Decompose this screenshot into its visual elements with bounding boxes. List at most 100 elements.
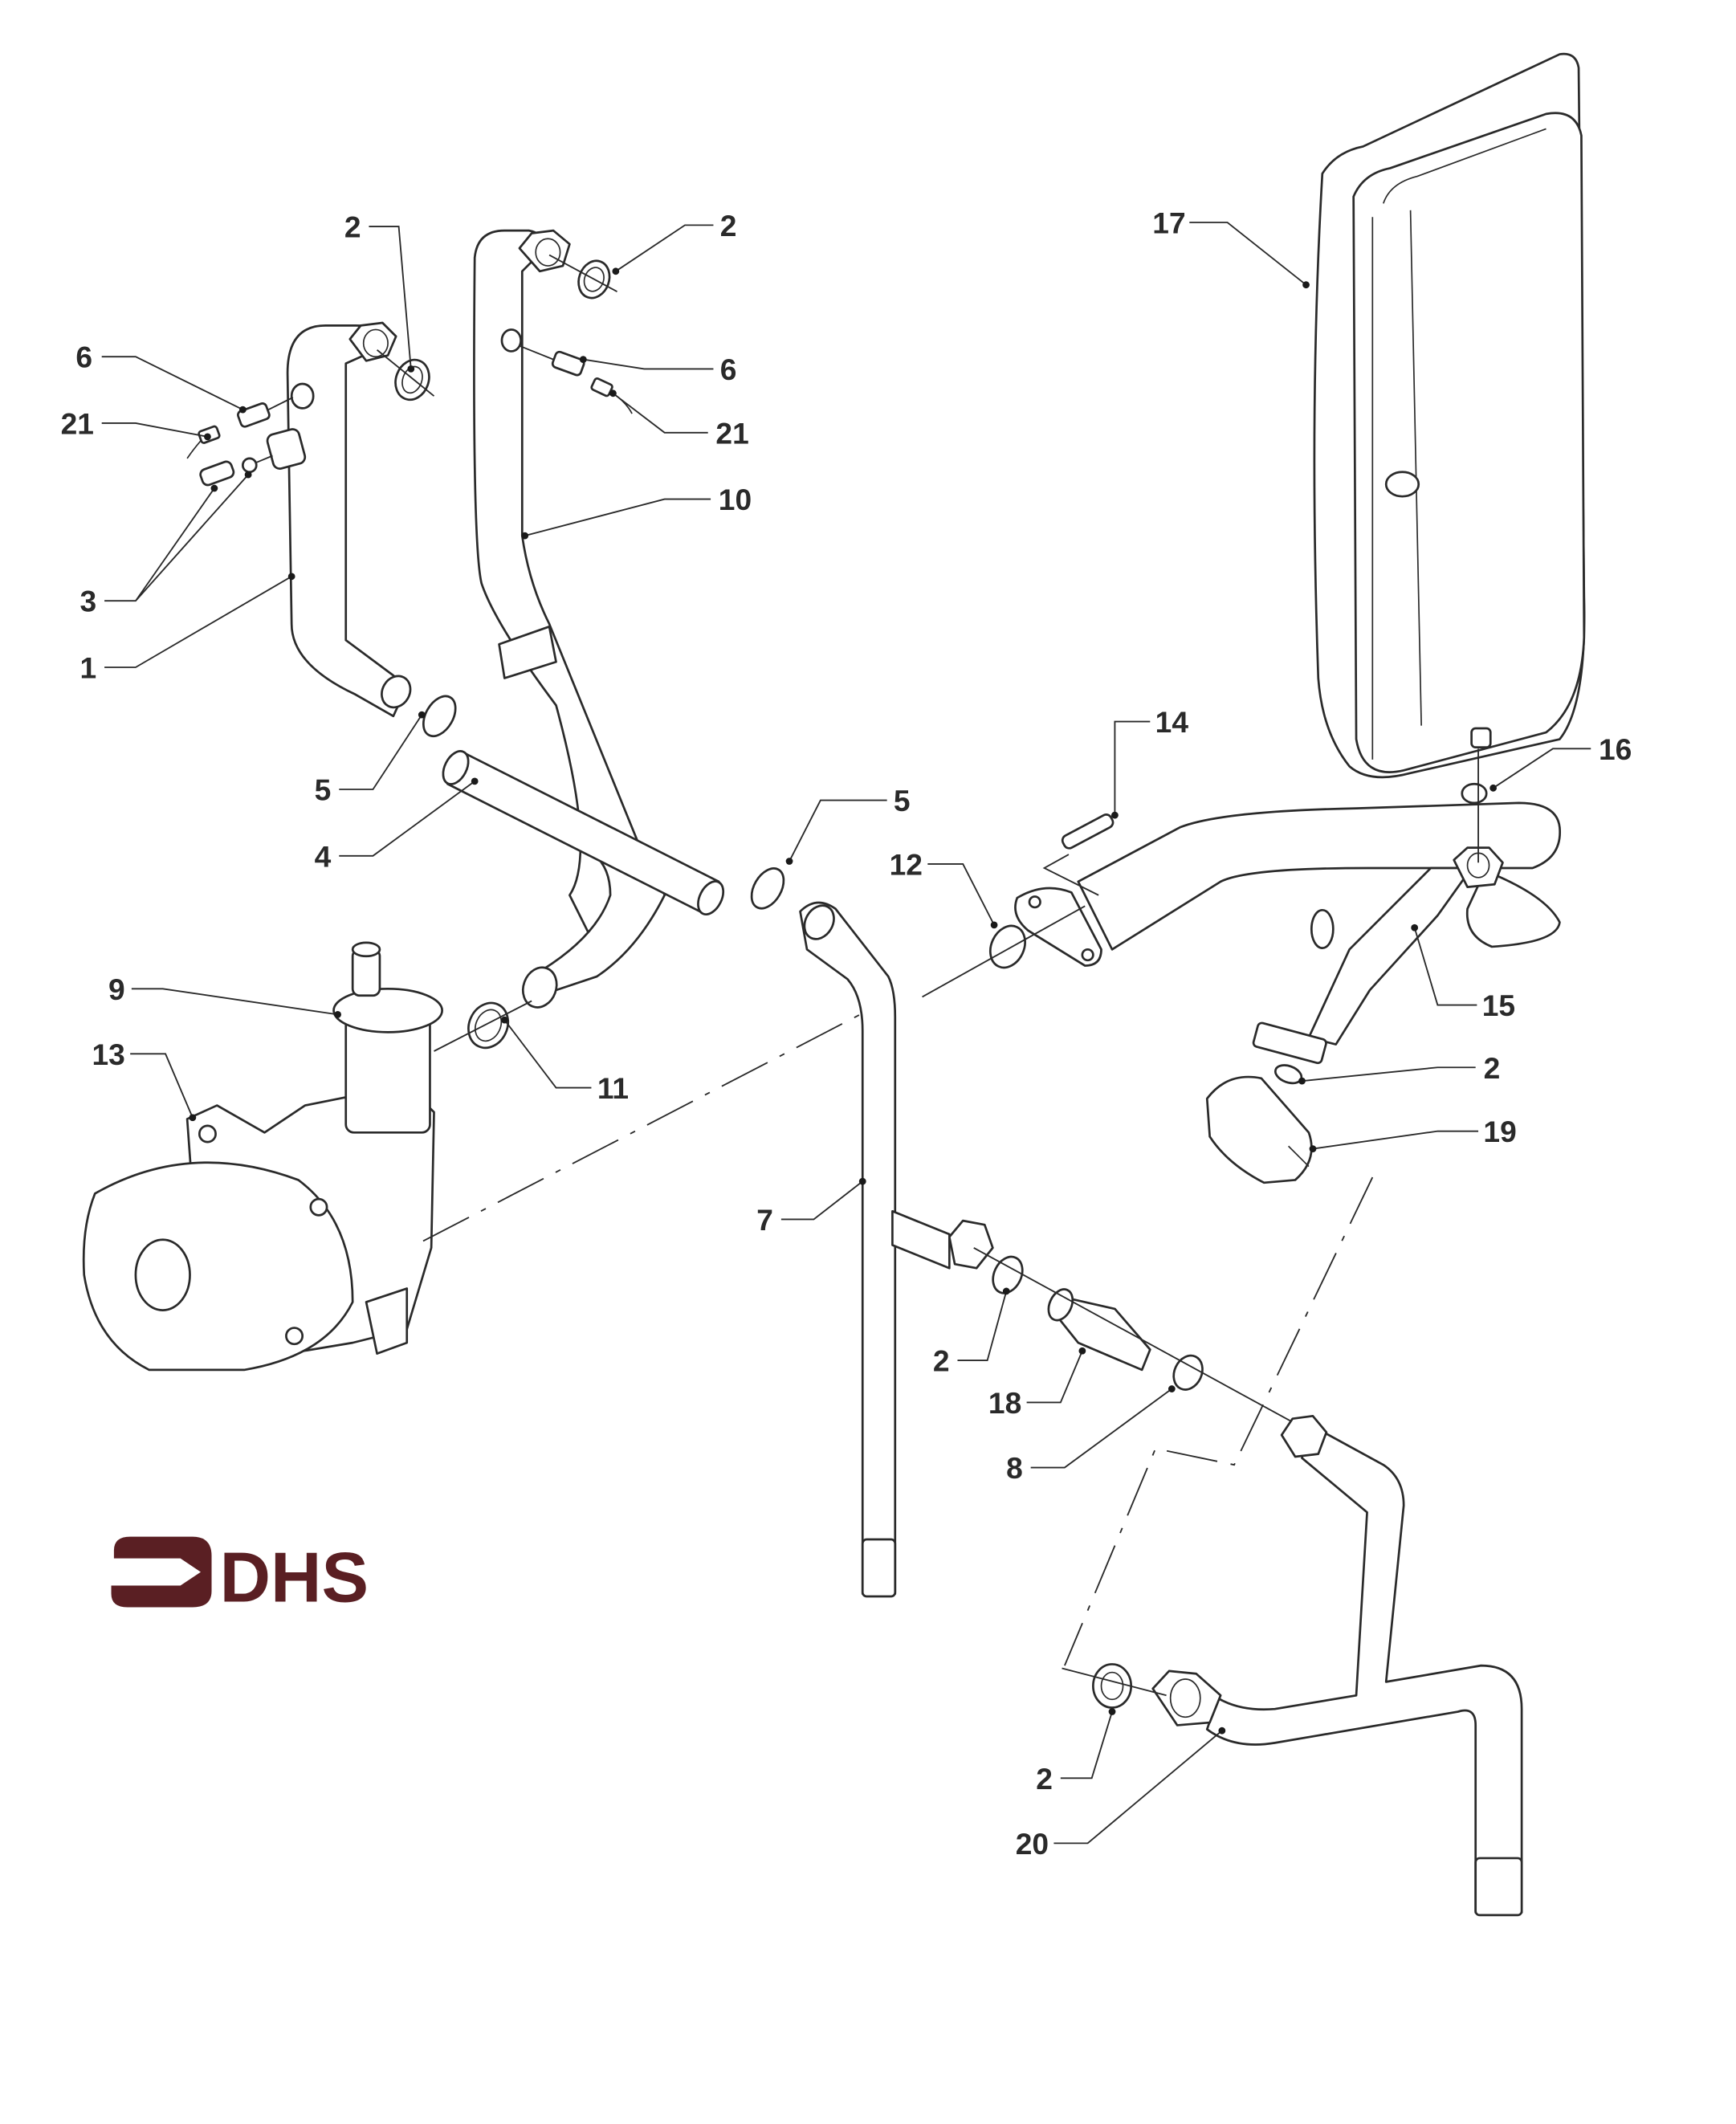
callout-number: 5 bbox=[894, 784, 911, 817]
callout-number: 2 bbox=[933, 1344, 950, 1378]
o-ring-12 bbox=[922, 905, 1086, 998]
callout-number: 3 bbox=[79, 585, 96, 618]
callout-number: 2 bbox=[720, 209, 737, 243]
callout-leader-line bbox=[1026, 1350, 1083, 1404]
callout-dot bbox=[244, 471, 252, 479]
callout-number: 8 bbox=[1006, 1451, 1023, 1485]
callout-2: 2 bbox=[933, 1287, 1010, 1378]
callout-dot bbox=[1411, 923, 1419, 932]
connector-pipe-stub bbox=[891, 1209, 994, 1270]
callout-number: 13 bbox=[92, 1038, 124, 1071]
callout-leader-line bbox=[789, 799, 887, 862]
callout-number: 14 bbox=[1155, 705, 1189, 739]
callout-12: 12 bbox=[890, 847, 998, 929]
pump-13 bbox=[82, 1083, 435, 1372]
pipe-10 bbox=[473, 229, 666, 1009]
elbow-19 bbox=[1205, 1075, 1313, 1184]
callout-leader-line bbox=[101, 356, 243, 410]
washer-2b bbox=[548, 254, 617, 300]
callout-dot bbox=[500, 1016, 508, 1024]
callout-dot bbox=[1218, 1727, 1226, 1735]
pipe-15 bbox=[1077, 801, 1561, 1065]
callout-7: 7 bbox=[756, 1177, 866, 1237]
callout-2: 2 bbox=[344, 210, 415, 373]
callout-dot bbox=[1298, 1077, 1306, 1085]
dhs-logo-arrow-icon bbox=[111, 1536, 212, 1608]
callout-3: 3 bbox=[79, 471, 252, 618]
dhs-logo-text: DHS bbox=[220, 1538, 369, 1617]
callout-10: 10 bbox=[521, 483, 752, 540]
callout-leader-line bbox=[957, 1290, 1008, 1362]
callout-1: 1 bbox=[79, 573, 295, 685]
callout-dot bbox=[1111, 811, 1119, 819]
callout-21: 21 bbox=[609, 389, 749, 450]
callout-leader-line bbox=[131, 988, 338, 1016]
vessel-outlet-stub bbox=[1470, 727, 1492, 748]
callout-leader-line bbox=[1114, 720, 1151, 816]
callout-dot bbox=[407, 365, 415, 373]
callout-17: 17 bbox=[1152, 206, 1310, 289]
callout-leader-line bbox=[104, 576, 292, 668]
callout-leader-line bbox=[1189, 222, 1307, 286]
callout-dot bbox=[521, 532, 529, 540]
washer-2d bbox=[992, 1255, 1024, 1294]
callout-21: 21 bbox=[61, 406, 211, 440]
pipe-10-clip bbox=[498, 625, 557, 679]
callout-dot bbox=[1168, 1385, 1176, 1392]
pipe-7 bbox=[799, 901, 897, 1598]
clip-5a bbox=[422, 695, 457, 738]
callout-dot bbox=[1078, 1347, 1086, 1355]
callout-leader-line bbox=[583, 358, 714, 370]
callout-20: 20 bbox=[1016, 1727, 1226, 1861]
valve-3 bbox=[199, 455, 273, 487]
callout-leader-line bbox=[1413, 927, 1477, 1006]
pipe-7-end bbox=[861, 1538, 897, 1598]
callout-leader-line bbox=[927, 862, 995, 926]
connector-nut bbox=[947, 1219, 994, 1270]
callout-number: 6 bbox=[720, 353, 737, 386]
callout-dot bbox=[189, 1114, 197, 1122]
callout-leader-line bbox=[339, 781, 475, 857]
air-vent-screw-6b bbox=[519, 344, 585, 377]
callout-leader-line bbox=[1030, 1388, 1172, 1469]
pipe-20-nut-top bbox=[1280, 1414, 1328, 1458]
flange-12-plate bbox=[1014, 887, 1102, 967]
callout-leader-line bbox=[130, 1053, 194, 1119]
callout-number: 20 bbox=[1016, 1827, 1049, 1861]
callout-leader-line bbox=[1060, 1711, 1113, 1780]
callout-dot bbox=[334, 1010, 341, 1018]
callout-number: 9 bbox=[108, 972, 125, 1006]
pipe-20-end bbox=[1474, 1857, 1523, 1917]
callout-leader-line bbox=[615, 224, 714, 272]
callout-2: 2 bbox=[612, 209, 736, 275]
dhs-logo: DHS bbox=[111, 1536, 369, 1617]
pipe-1-nut bbox=[348, 321, 397, 362]
pipe-1 bbox=[266, 321, 412, 718]
callout-11: 11 bbox=[500, 1016, 629, 1105]
callout-number: 16 bbox=[1599, 732, 1632, 766]
callout-number: 15 bbox=[1482, 989, 1515, 1022]
callout-leader-line bbox=[101, 422, 208, 438]
pipe-20-nut bbox=[1151, 1669, 1222, 1727]
callout-number: 17 bbox=[1152, 206, 1185, 240]
expansion-vessel-17 bbox=[1313, 52, 1586, 779]
callout-leader-line bbox=[612, 393, 708, 434]
callout-leader-line bbox=[1053, 1730, 1223, 1845]
pipe-4 bbox=[442, 750, 725, 915]
callout-number: 11 bbox=[597, 1071, 629, 1105]
callout-number: 2 bbox=[1036, 1762, 1053, 1796]
callout-16: 16 bbox=[1489, 732, 1632, 792]
callout-leader-line bbox=[1302, 1066, 1476, 1082]
callout-number: 21 bbox=[61, 406, 94, 440]
callout-dot bbox=[1309, 1145, 1317, 1152]
callout-6: 6 bbox=[579, 353, 737, 386]
callout-leader-line bbox=[104, 474, 249, 602]
washer-8 bbox=[973, 1247, 1310, 1432]
callout-2: 2 bbox=[1298, 1051, 1500, 1085]
callout-dot bbox=[785, 858, 793, 865]
callout-dot bbox=[287, 573, 295, 581]
callout-13: 13 bbox=[92, 1038, 197, 1122]
callout-dot bbox=[1302, 281, 1310, 289]
